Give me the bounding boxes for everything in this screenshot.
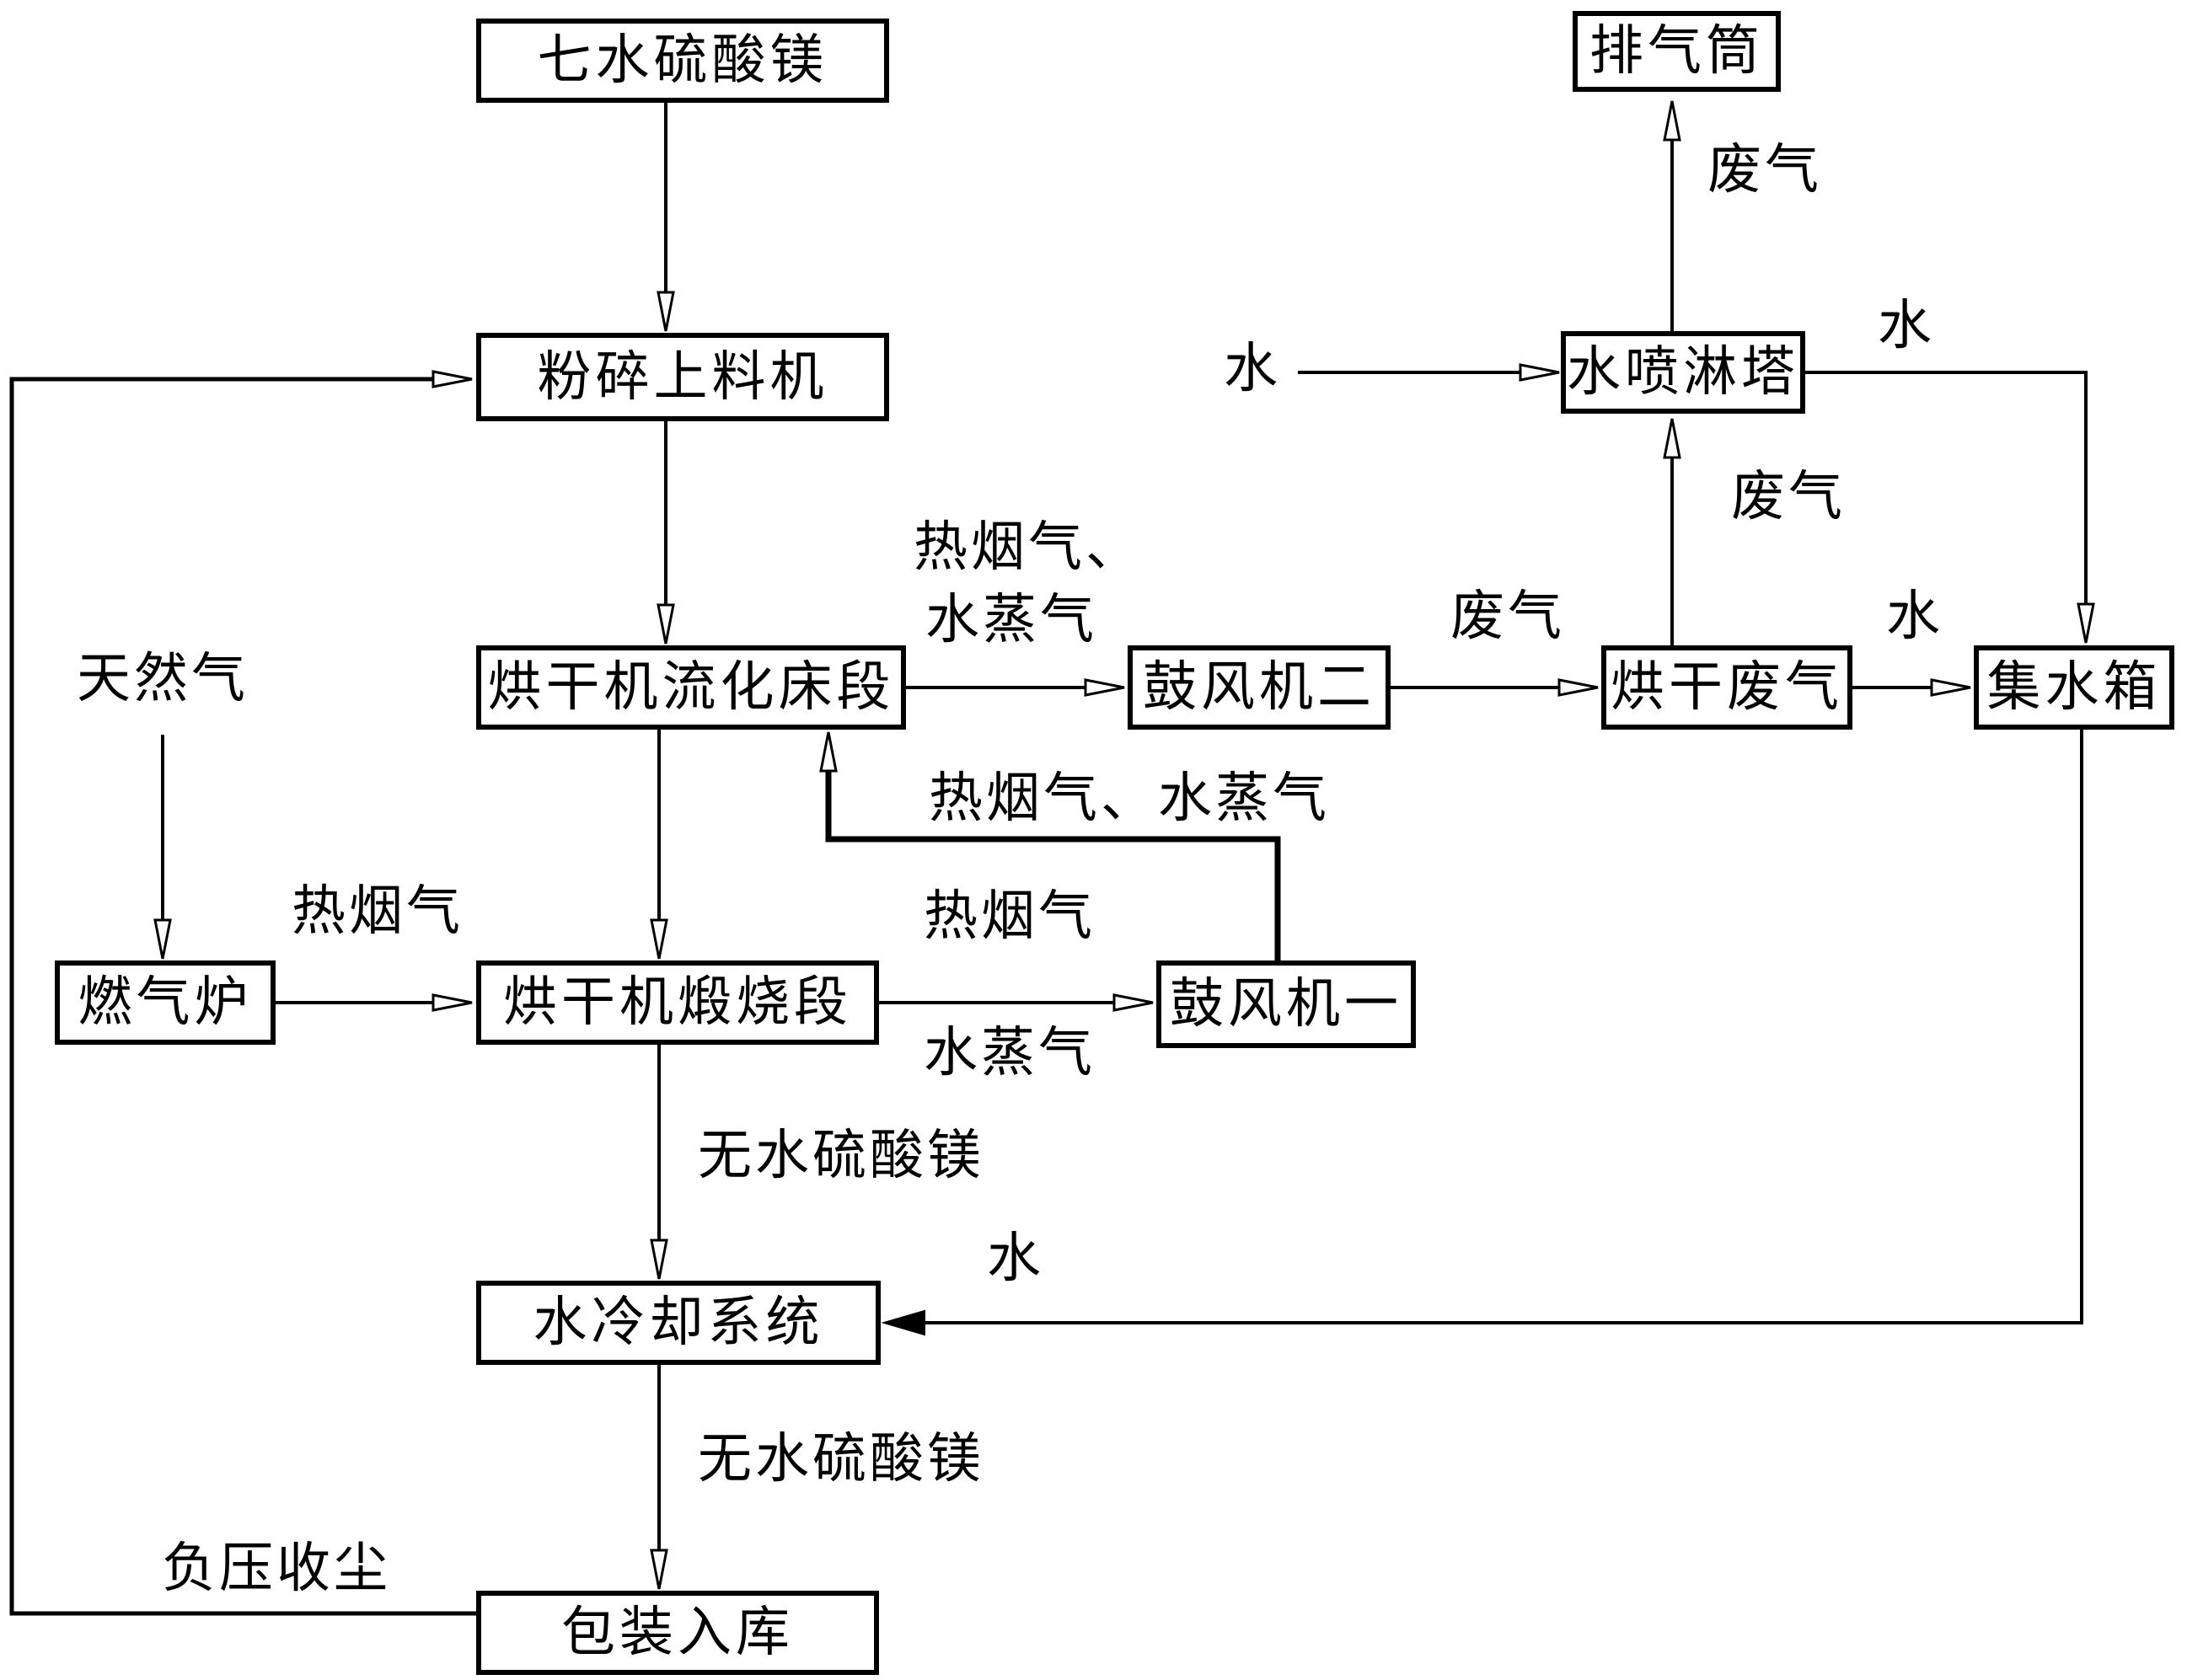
edge-label-water-to-tank: 水	[1886, 590, 1943, 644]
edge-label-water-from-tower: 水	[1878, 299, 1935, 353]
arrowhead-down-icon	[651, 920, 667, 959]
node-dryer-calcination-label: 烘干机煅烧段	[503, 976, 852, 1030]
node-crusher-feeder-label: 粉碎上料机	[538, 350, 828, 404]
node-gas-furnace-label: 燃气炉	[78, 976, 253, 1030]
arrowhead-down-icon	[651, 1240, 667, 1279]
node-blower-one-label: 鼓风机一	[1170, 977, 1402, 1031]
node-blower-one: 鼓风机一	[1156, 960, 1416, 1048]
node-drying-waste-gas-label: 烘干废气	[1611, 661, 1843, 714]
arrowhead-left-icon	[884, 1311, 925, 1335]
node-heptahydrate: 七水硫酸镁	[476, 19, 889, 103]
node-water-cooling-system: 水冷却系统	[476, 1281, 881, 1365]
node-water-cooling-system-label: 水冷却系统	[533, 1296, 824, 1350]
node-crusher-feeder: 粉碎上料机	[476, 333, 889, 421]
arrowhead-down-icon	[651, 1550, 667, 1589]
edge-label-water-return: 水	[987, 1232, 1044, 1286]
node-water-collection-tank-label: 集水箱	[1987, 661, 2162, 714]
node-dryer-fluidized-bed: 烘干机流化床段	[476, 645, 906, 730]
node-blower-two-label: 鼓风机二	[1143, 661, 1375, 714]
node-blower-two: 鼓风机二	[1128, 645, 1391, 730]
edge-label-anhydrous-mgso4-upper: 无水硫酸镁	[698, 1129, 984, 1183]
edge-label-hot-flue-gas-calcination: 热烟气	[924, 890, 1096, 944]
arrowhead-down-icon	[2078, 604, 2093, 643]
node-exhaust-stack: 排气筒	[1573, 11, 1781, 92]
edge-label-waste-gas-to-stack: 废气	[1707, 143, 1822, 197]
arrowhead-right-icon	[1932, 680, 1970, 695]
node-drying-waste-gas: 烘干废气	[1601, 645, 1852, 730]
edge-label-hot-flue-gas-steam: 热烟气、水蒸气	[929, 772, 1330, 826]
arrowhead-down-icon	[155, 920, 170, 959]
edge-label-hot-flue-gas-furnace: 热烟气	[292, 885, 464, 939]
node-water-spray-tower: 水喷淋塔	[1561, 331, 1805, 414]
edge-label-waste-gas-to-tower: 废气	[1731, 470, 1846, 524]
edge-label-water-inlet: 水	[1224, 342, 1281, 396]
edge-label-steam-line2: 水蒸气	[925, 593, 1097, 647]
node-packaging-warehouse: 包装入库	[476, 1591, 879, 1675]
arrowhead-right-icon	[433, 372, 472, 387]
node-water-collection-tank: 集水箱	[1974, 645, 2174, 730]
node-gas-furnace: 燃气炉	[55, 960, 276, 1045]
arrowhead-down-icon	[658, 292, 673, 331]
node-dryer-fluidized-bed-label: 烘干机流化床段	[488, 661, 895, 714]
edge-label-natural-gas: 天然气	[77, 652, 249, 706]
edge-label-steam-calcination: 水蒸气	[924, 1026, 1096, 1080]
arrowhead-up-icon	[1664, 419, 1680, 457]
node-exhaust-stack-label: 排气筒	[1589, 24, 1764, 78]
arrowhead-right-icon	[1559, 680, 1598, 695]
arrowhead-right-icon	[1085, 680, 1124, 695]
arrowhead-right-icon	[1114, 995, 1153, 1010]
arrowhead-up-icon	[821, 732, 836, 771]
arrowhead-down-icon	[658, 605, 673, 644]
arrowhead-right-icon	[433, 995, 472, 1010]
node-water-spray-tower-label: 水喷淋塔	[1567, 345, 1799, 399]
arrowhead-right-icon	[1520, 365, 1559, 380]
node-dryer-calcination: 烘干机煅烧段	[476, 960, 879, 1045]
node-heptahydrate-label: 七水硫酸镁	[538, 34, 828, 88]
edge-label-negative-pressure-dust: 负压收尘	[162, 1542, 391, 1596]
arrowhead-up-icon	[1664, 101, 1680, 140]
edge-label-waste-gas-blower2: 废气	[1450, 590, 1565, 644]
edge-label-hot-flue-gas-line1: 热烟气、	[914, 521, 1143, 575]
edge-label-anhydrous-mgso4-lower: 无水硫酸镁	[698, 1432, 984, 1486]
node-packaging-warehouse-label: 包装入库	[561, 1606, 794, 1660]
edge-tower-to-tank	[1805, 372, 2086, 607]
